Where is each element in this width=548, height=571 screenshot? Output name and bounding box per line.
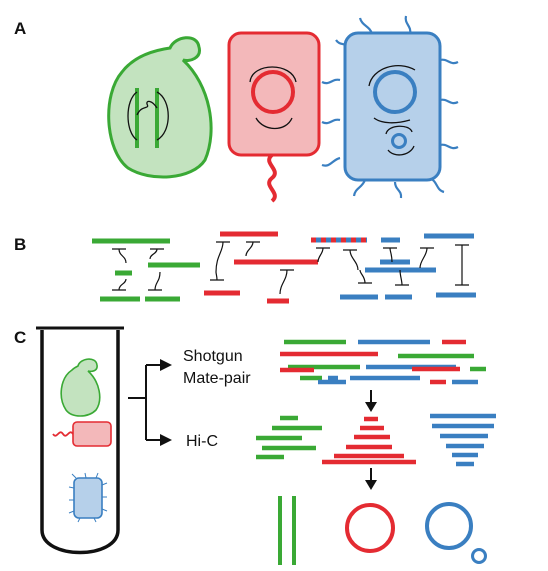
flagellated-bacterium-icon: [227, 31, 321, 203]
arrowhead-icon: [160, 359, 172, 371]
red-read-links: [204, 231, 330, 304]
red-cluster: [322, 416, 416, 465]
down-arrow-icon: [365, 390, 377, 412]
hic-label: Hi-C: [186, 433, 218, 450]
flagellated-bacterium-mini-icon: [52, 421, 112, 447]
shotgun-label: Shotgun: [183, 348, 243, 365]
panel-label-c: C: [14, 328, 26, 347]
method-branch-arrows: [128, 364, 162, 441]
test-tube-icon: [36, 326, 124, 555]
assembled-linear-chromosomes-icon: [278, 496, 296, 565]
arrowhead-icon: [160, 434, 172, 446]
yeast-cell-icon: [107, 36, 213, 179]
panel-label-a: A: [14, 19, 26, 38]
mixed-read-pile: [280, 339, 486, 385]
mate-pair-label: Mate-pair: [183, 370, 251, 387]
piliated-bacterium-mini-icon: [68, 472, 108, 523]
assembled-circular-genome-blue-icon: [425, 502, 473, 550]
panel-c: Shotgun Mate-pair Hi-C: [36, 326, 496, 565]
assembled-plasmid-blue-icon: [471, 548, 487, 564]
green-cluster: [256, 415, 322, 460]
panel-b: [92, 231, 476, 304]
down-arrow-icon: [365, 468, 377, 490]
panel-label-b: B: [14, 235, 26, 254]
yeast-mini-icon: [60, 358, 101, 417]
blue-read-links: [340, 233, 476, 300]
panel-a: [107, 15, 459, 203]
piliated-bacterium-icon: [321, 15, 459, 199]
blue-cluster: [430, 413, 496, 467]
green-read-links: [92, 238, 200, 302]
assembled-circular-genome-red-icon: [345, 503, 395, 553]
